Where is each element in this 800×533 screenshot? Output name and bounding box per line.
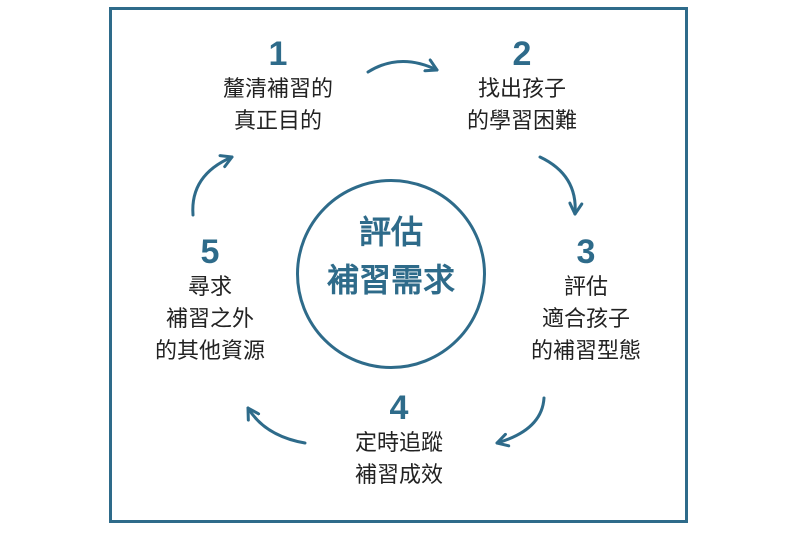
step-2: 2 找出孩子 的學習困難 [442,34,602,138]
arrow-2-to-3 [538,155,584,216]
step-1: 1 釐清補習的 真正目的 [198,34,358,138]
diagram-frame [109,7,688,523]
step-1-number: 1 [268,35,288,73]
arrow-3-to-4 [495,396,546,448]
step-1-line-1: 釐清補習的 [222,77,333,102]
step-5: 5 尋求 補習之外 的其他資源 [130,232,290,368]
step-5-line-2: 補習之外 [165,307,254,332]
center-label: 評估 補習需求 [296,208,486,304]
step-4-line-2: 補習成效 [354,463,443,488]
center-label-line-2: 補習需求 [326,261,455,299]
step-3: 3 評估 適合孩子 的補習型態 [506,232,666,368]
step-3-line-3: 的補習型態 [530,339,641,364]
step-2-line-1: 找出孩子 [477,77,566,102]
arrow-1-to-2 [366,58,439,74]
center-circle [296,179,486,369]
arrow-4-to-5 [246,406,307,445]
step-2-number: 2 [512,35,532,73]
step-5-number: 5 [200,233,220,271]
arrow-5-to-1 [191,154,234,217]
step-3-line-2: 適合孩子 [541,307,630,332]
step-3-number: 3 [576,233,596,271]
step-3-line-1: 評估 [563,275,608,300]
step-4-number: 4 [389,389,409,427]
center-label-line-1: 評估 [358,213,423,251]
step-4: 4 定時追蹤 補習成效 [319,388,479,492]
step-4-line-1: 定時追蹤 [354,431,443,456]
step-1-line-2: 真正目的 [233,109,322,134]
step-5-line-3: 的其他資源 [154,339,265,364]
step-2-line-2: 的學習困難 [466,109,577,134]
step-5-line-1: 尋求 [187,275,232,300]
